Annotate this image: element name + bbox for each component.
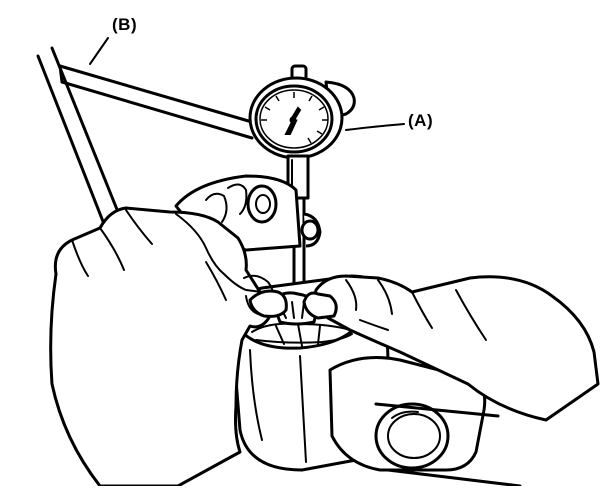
stand-arm — [58, 64, 254, 140]
stand-post — [36, 46, 120, 226]
callout-label-a: (A) — [408, 111, 434, 130]
right-hand — [302, 274, 600, 422]
differential-carrier — [174, 174, 522, 488]
callout-leaders — [89, 37, 405, 131]
callout-label-b: (B) — [112, 15, 138, 34]
dial-ticks — [261, 92, 328, 144]
left-hand — [49, 206, 288, 488]
